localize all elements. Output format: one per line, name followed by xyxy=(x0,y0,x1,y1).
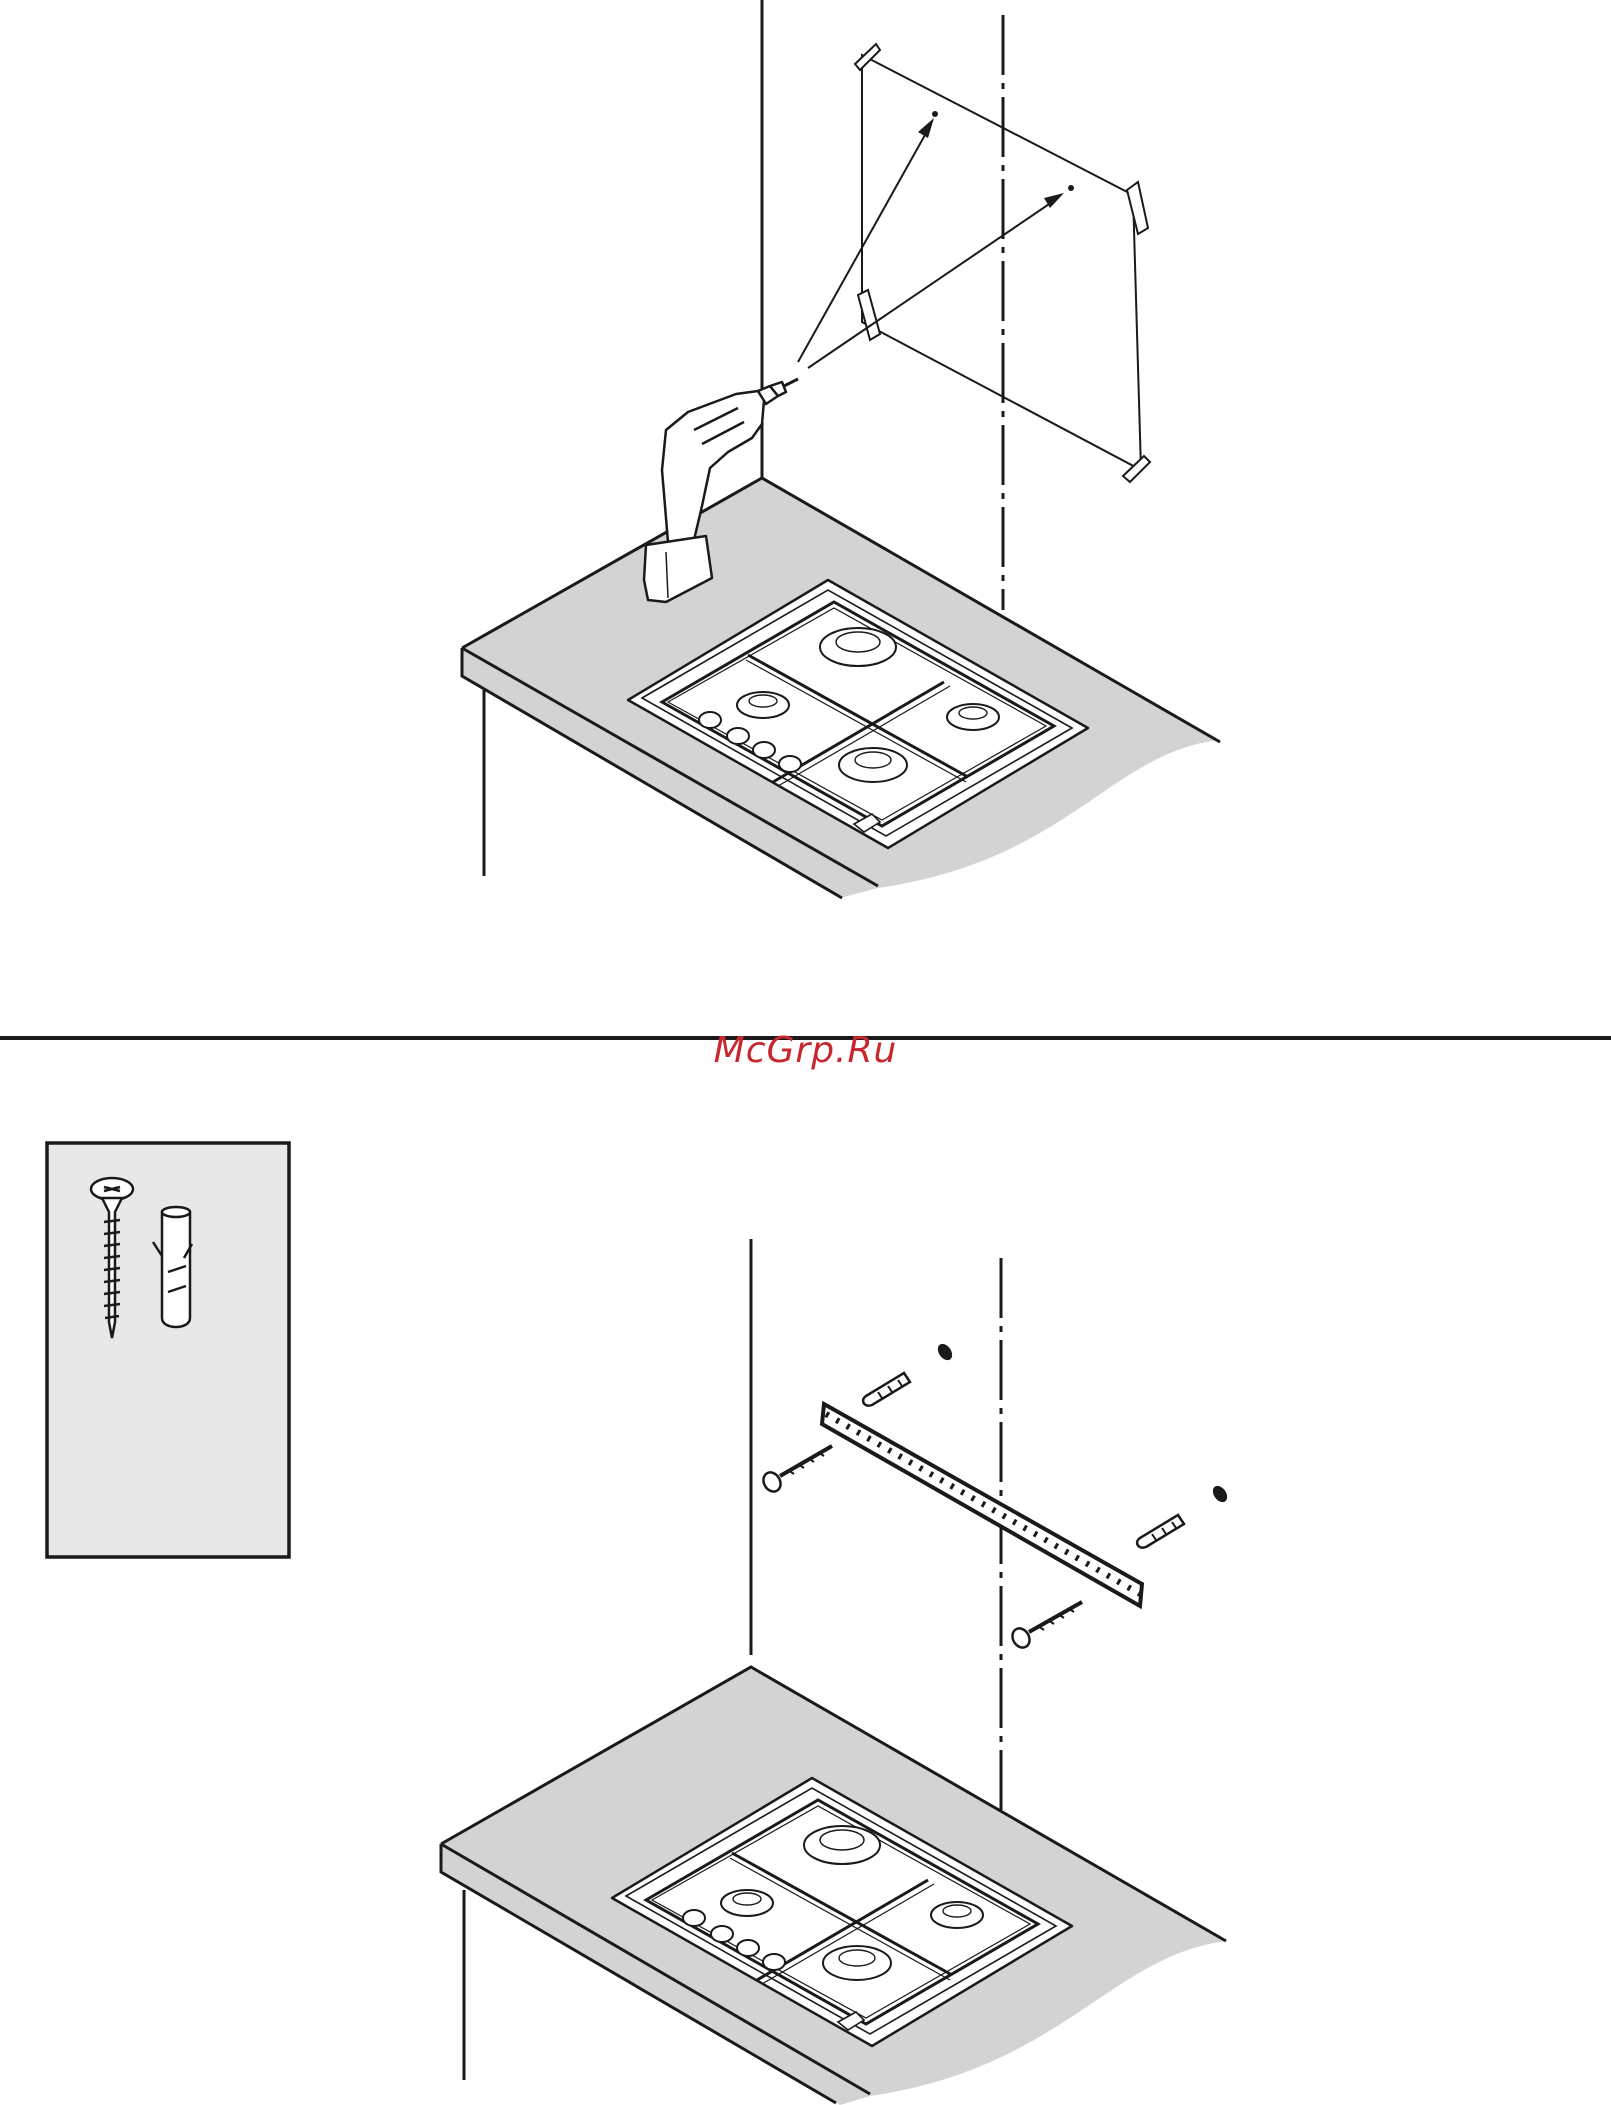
wall-bracket xyxy=(822,1404,1142,1606)
watermark: McGrp.Ru xyxy=(0,1030,1611,1071)
drilling-step-panel xyxy=(462,0,1220,898)
drill-holes xyxy=(935,1341,1230,1505)
fixings-inset xyxy=(47,1143,289,1557)
bracket-fixing-step-panel xyxy=(47,1143,1230,2105)
drill-holes xyxy=(798,111,1074,368)
